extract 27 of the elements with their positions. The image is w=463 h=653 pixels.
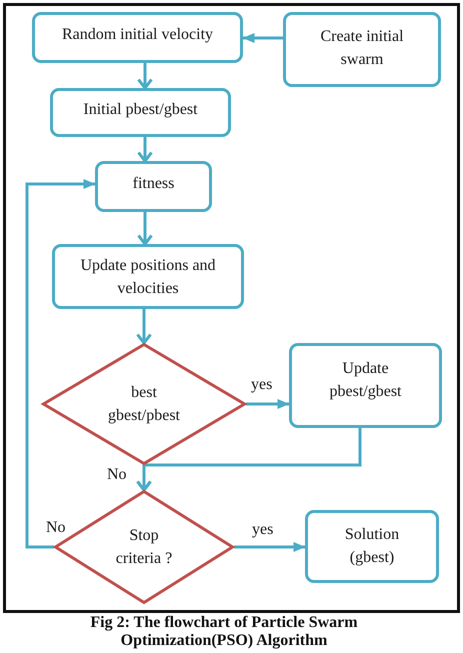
arrow <box>137 63 153 90</box>
process-box <box>32 12 243 63</box>
arrow <box>137 212 153 246</box>
step-text: Update pbest/gbest <box>328 358 402 402</box>
process-box <box>289 343 442 428</box>
arrow <box>234 542 306 552</box>
arrow <box>242 33 283 43</box>
step-text: Update positions and velocities <box>79 256 217 298</box>
process-box <box>305 510 439 583</box>
process-box <box>52 244 244 309</box>
figure-caption: Fig 2: The flowchart of Particle Swarm Optimization(PSO) Algorithm <box>89 614 359 650</box>
step-text: Solution (gbest) <box>344 524 400 568</box>
process-box <box>283 12 441 87</box>
step-text: fitness <box>132 174 174 194</box>
step-text: Create initial swarm <box>319 26 405 70</box>
arrow <box>136 309 152 344</box>
process-box <box>50 88 231 137</box>
step-text: Initial pbest/gbest <box>83 100 198 120</box>
decision-diamond <box>42 343 246 465</box>
step-text: Random initial velocity <box>62 25 214 45</box>
arrow <box>136 428 362 492</box>
arrow <box>137 137 153 162</box>
decision-text: best gbest/pbest <box>107 383 181 426</box>
arrow <box>246 399 290 409</box>
decision-text: Stop criteria ? <box>114 526 174 569</box>
arrow <box>26 179 96 548</box>
process-box <box>95 161 212 212</box>
